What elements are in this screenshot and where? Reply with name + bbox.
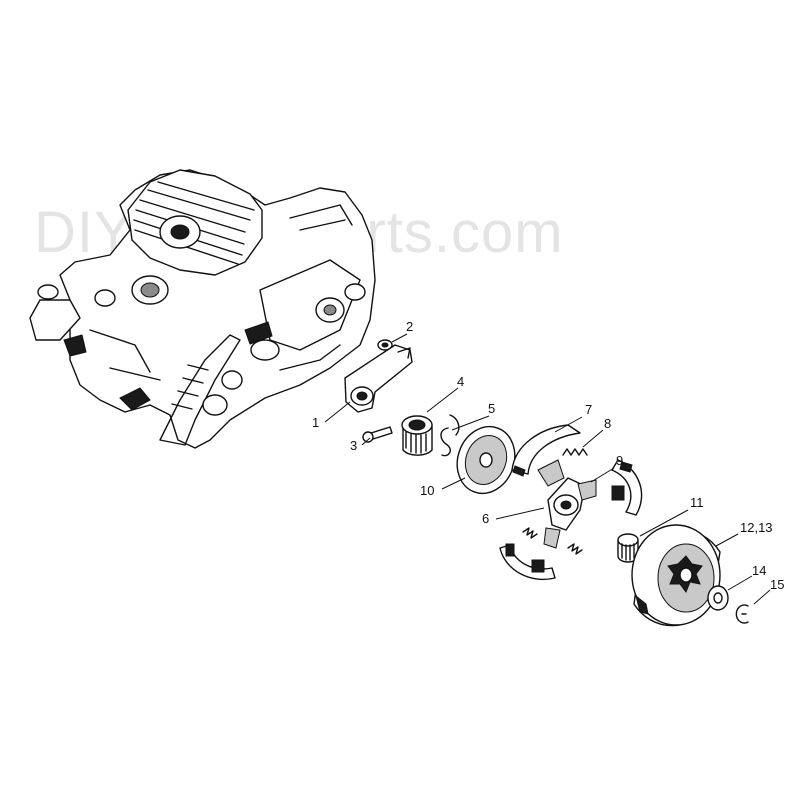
callout-12-13: 12,13 (740, 520, 773, 535)
callout-11: 11 (690, 495, 704, 510)
leader-lines (324, 333, 771, 605)
callout-8: 8 (604, 416, 611, 431)
part-clutch-shoe-bottom (499, 543, 556, 580)
callout-7: 7 (585, 402, 592, 417)
callout-2: 2 (406, 319, 413, 334)
callout-4: 4 (457, 374, 464, 389)
callout-14: 14 (752, 563, 766, 578)
part-spring-left (522, 527, 538, 539)
callout-10: 10 (420, 483, 434, 498)
callout-labels: 1 2 3 4 5 6 7 8 9 10 11 12,13 14 15 (312, 319, 784, 592)
part-11-needle-bearing (617, 533, 639, 563)
part-5-spring-clip (440, 414, 460, 457)
callout-3: 3 (350, 438, 357, 453)
part-3-screw (362, 426, 393, 443)
callout-6: 6 (482, 511, 489, 526)
part-6-clutch-hub (537, 459, 597, 549)
part-2-bushing (377, 339, 393, 351)
part-12-13-clutch-drum (631, 524, 721, 627)
part-10-washer (456, 425, 516, 495)
engine-block-drawing (29, 169, 376, 449)
part-15-e-clip (735, 604, 749, 624)
callout-15: 15 (770, 577, 784, 592)
callout-1: 1 (312, 415, 319, 430)
part-14-washer (707, 585, 729, 611)
part-1-bracket (344, 344, 413, 413)
part-9-clutch-shoe (611, 459, 643, 516)
callout-5: 5 (488, 401, 495, 416)
part-8-spring (562, 448, 588, 456)
callout-9: 9 (616, 453, 623, 468)
part-spring-right (567, 543, 583, 555)
part-4-needle-cage (401, 415, 433, 456)
part-7-clutch-shoe (511, 424, 581, 477)
